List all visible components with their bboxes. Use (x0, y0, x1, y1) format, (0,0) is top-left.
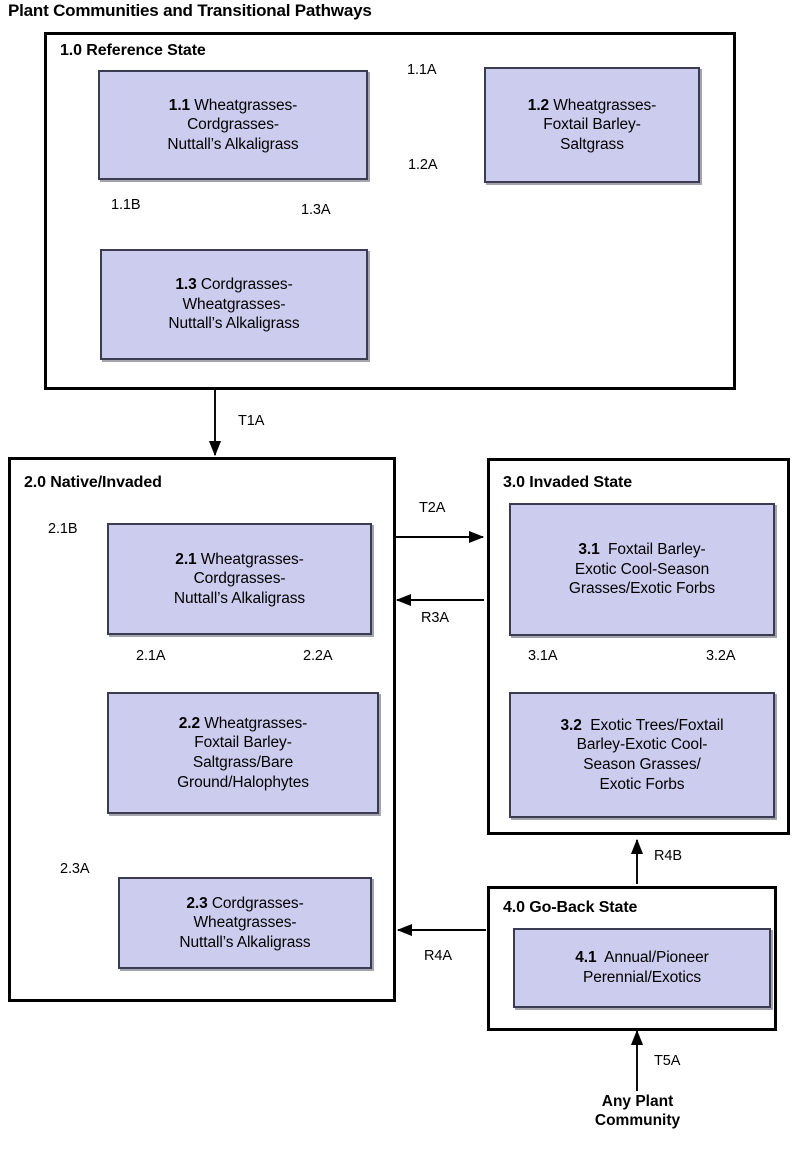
community-text-2-1: 2.1 Wheatgrasses- Cordgrasses- Nuttall’s… (170, 550, 309, 609)
community-line-2-2-1: Foxtail Barley- (194, 734, 292, 752)
community-text-1-2: 1.2 Wheatgrasses- Foxtail Barley- Saltgr… (524, 96, 660, 155)
community-line-2-3-0: Cordgrasses- (211, 894, 304, 912)
external-node-any-plant-community: Any Plant Community (560, 1092, 715, 1130)
community-box-4-1[interactable]: 4.1 Annual/Pioneer Perennial/Exotics (513, 928, 771, 1008)
pathway-label-R4A: R4A (424, 948, 452, 964)
community-line-2-3-1: Wheatgrasses- (193, 914, 297, 932)
pathway-label-T2A: T2A (419, 500, 446, 516)
pathway-label-3-2A: 3.2A (706, 648, 736, 664)
community-line-3-2-0: Exotic Trees/Foxtail (590, 716, 724, 734)
community-text-4-1: 4.1 Annual/Pioneer Perennial/Exotics (571, 948, 712, 987)
pathway-label-1-1B: 1.1B (111, 197, 141, 213)
community-line-3-2-1: Barley-Exotic Cool- (576, 736, 708, 754)
community-box-1-3[interactable]: 1.3 Cordgrasses- Wheatgrasses- Nuttall’s… (100, 249, 368, 360)
pathway-label-1-1A: 1.1A (407, 62, 437, 78)
community-number-2-1: 2.1 (175, 550, 197, 568)
community-line-1-3-0: Cordgrasses- (200, 276, 293, 294)
community-line-3-2-3: Exotic Forbs (599, 775, 685, 793)
community-line-1-1-2: Nuttall’s Alkaligrass (167, 135, 299, 153)
community-text-3-1: 3.1 Foxtail Barley- Exotic Cool-Season G… (565, 540, 719, 599)
external-node-line-0: Any Plant (601, 1093, 674, 1110)
state-label-native-invaded: 2.0 Native/Invaded (24, 474, 162, 491)
community-box-1-1[interactable]: 1.1 Wheatgrasses- Cordgrasses- Nuttall’s… (98, 70, 368, 180)
community-text-1-1: 1.1 Wheatgrasses- Cordgrasses- Nuttall’s… (163, 96, 302, 155)
community-line-1-3-1: Wheatgrasses- (182, 295, 286, 313)
pathway-label-1-3A: 1.3A (301, 202, 331, 218)
community-number-3-1: 3.1 (578, 541, 600, 559)
community-box-3-2[interactable]: 3.2 Exotic Trees/Foxtail Barley-Exotic C… (509, 692, 775, 818)
community-line-3-1-1: Exotic Cool-Season (574, 560, 710, 578)
pathway-label-T1A: T1A (238, 413, 265, 429)
state-label-go-back: 4.0 Go-Back State (503, 899, 638, 916)
page-title: Plant Communities and Transitional Pathw… (8, 1, 372, 20)
community-line-2-2-3: Ground/Halophytes (177, 773, 309, 791)
community-number-2-2: 2.2 (178, 714, 201, 732)
community-line-1-1-0: Wheatgrasses- (194, 96, 298, 114)
community-line-1-1-1: Cordgrasses- (187, 116, 279, 134)
community-line-4-1-0: Annual/Pioneer (604, 949, 709, 967)
community-number-3-2: 3.2 (560, 716, 582, 734)
community-line-4-1-1: Perennial/Exotics (582, 969, 702, 986)
pathway-label-R4B: R4B (654, 848, 682, 864)
community-number-1-3: 1.3 (175, 276, 197, 294)
community-text-2-2: 2.2 Wheatgrasses- Foxtail Barley- Saltgr… (173, 714, 313, 792)
external-node-line-1: Community (594, 1112, 681, 1130)
community-number-1-2: 1.2 (527, 96, 550, 114)
community-line-1-2-1: Foxtail Barley- (543, 116, 641, 134)
community-box-2-2[interactable]: 2.2 Wheatgrasses- Foxtail Barley- Saltgr… (107, 692, 379, 814)
community-number-2-3: 2.3 (186, 894, 208, 912)
community-line-3-2-2: Season Grasses/ (583, 756, 701, 773)
community-box-2-1[interactable]: 2.1 Wheatgrasses- Cordgrasses- Nuttall’s… (107, 523, 372, 635)
pathway-label-R3A: R3A (421, 610, 449, 626)
community-line-2-2-0: Wheatgrasses- (204, 714, 308, 732)
pathway-label-3-1A: 3.1A (528, 648, 558, 664)
community-line-1-2-2: Saltgrass (560, 135, 624, 153)
community-box-2-3[interactable]: 2.3 Cordgrasses- Wheatgrasses- Nuttall’s… (118, 877, 372, 969)
community-line-1-2-0: Wheatgrasses- (553, 96, 657, 114)
community-line-2-1-2: Nuttall’s Alkaligrass (173, 589, 306, 607)
community-text-3-2: 3.2 Exotic Trees/Foxtail Barley-Exotic C… (557, 716, 728, 794)
state-label-invaded: 3.0 Invaded State (503, 474, 633, 491)
pathway-label-1-2A: 1.2A (408, 157, 438, 173)
community-box-1-2[interactable]: 1.2 Wheatgrasses- Foxtail Barley- Saltgr… (484, 67, 700, 183)
community-line-2-1-1: Cordgrasses- (193, 570, 286, 588)
community-text-2-3: 2.3 Cordgrasses- Wheatgrasses- Nuttall’s… (175, 894, 314, 953)
pathway-label-T5A: T5A (654, 1053, 681, 1069)
community-line-3-1-2: Grasses/Exotic Forbs (568, 580, 716, 598)
pathway-label-2-1A: 2.1A (136, 648, 166, 664)
pathway-label-2-1B: 2.1B (48, 521, 78, 537)
community-line-1-3-2: Nuttall’s Alkaligrass (168, 315, 300, 333)
community-line-2-3-2: Nuttall’s Alkaligrass (179, 933, 311, 951)
community-text-1-3: 1.3 Cordgrasses- Wheatgrasses- Nuttall’s… (164, 275, 303, 334)
state-label-reference: 1.0 Reference State (60, 42, 206, 59)
pathway-label-2-2A: 2.2A (303, 648, 333, 664)
pathway-label-2-3A: 2.3A (60, 861, 90, 877)
community-number-4-1: 4.1 (575, 949, 597, 967)
community-box-3-1[interactable]: 3.1 Foxtail Barley- Exotic Cool-Season G… (509, 503, 775, 636)
community-line-2-1-0: Wheatgrasses- (200, 550, 304, 568)
community-line-3-1-0: Foxtail Barley- (608, 541, 706, 559)
community-line-2-2-2: Saltgrass/Bare (192, 754, 294, 771)
community-number-1-1: 1.1 (168, 96, 191, 114)
